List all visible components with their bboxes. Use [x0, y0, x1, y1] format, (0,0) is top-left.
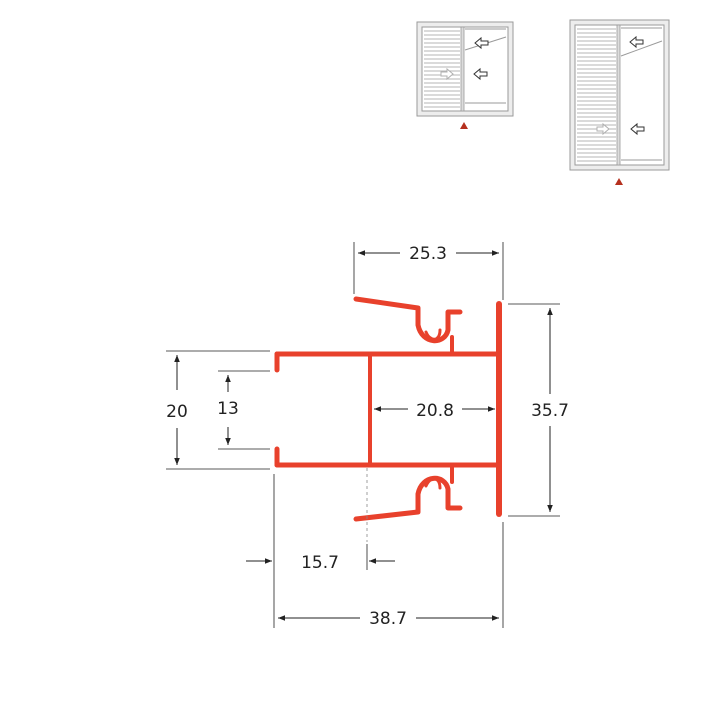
arrow-left-outline-icon [473, 67, 488, 81]
dimension-left-outer-height: 20 [166, 350, 270, 470]
arrow-right-outline-icon [596, 122, 610, 136]
arrow-right-outline-icon [440, 67, 454, 81]
profile-bottom-arm [353, 475, 463, 522]
profile-top-arm [353, 296, 463, 344]
dimension-label-total-width: 38.7 [369, 609, 407, 629]
aluminium-profile [274, 296, 502, 522]
dimension-label-top-width: 25.3 [409, 244, 447, 264]
arrow-left-outline-icon [474, 36, 489, 50]
profile-bottom-hook-inner [424, 477, 442, 490]
dimension-label-left-outer-height: 20 [166, 402, 188, 422]
dimension-label-left-inner-height: 13 [217, 399, 239, 419]
dimension-label-inner-width: 20.8 [416, 401, 454, 421]
triangle-up-icon [615, 178, 623, 185]
dimension-top-width: 25.3 [353, 242, 504, 300]
window-thumbnail-tall [569, 19, 670, 185]
shutter-slats-small [424, 30, 460, 108]
dimension-left-inner-height: 13 [217, 370, 270, 450]
arrow-left-outline-icon [629, 35, 644, 49]
dimension-inner-width: 20.8 [374, 401, 495, 421]
profile-top-hook-inner [424, 328, 442, 341]
dimension-total-width: 38.7 [278, 522, 504, 629]
dimension-right-height: 35.7 [508, 303, 569, 517]
dimension-label-right-height: 35.7 [531, 401, 569, 421]
arrow-left-outline-icon [630, 122, 645, 136]
window-thumbnail-small [416, 21, 514, 129]
shutter-slats-tall [577, 28, 616, 162]
dimension-label-bottom-offset: 15.7 [301, 553, 339, 573]
dimension-bottom-offset: 15.7 [246, 474, 395, 628]
triangle-up-icon [460, 122, 468, 129]
